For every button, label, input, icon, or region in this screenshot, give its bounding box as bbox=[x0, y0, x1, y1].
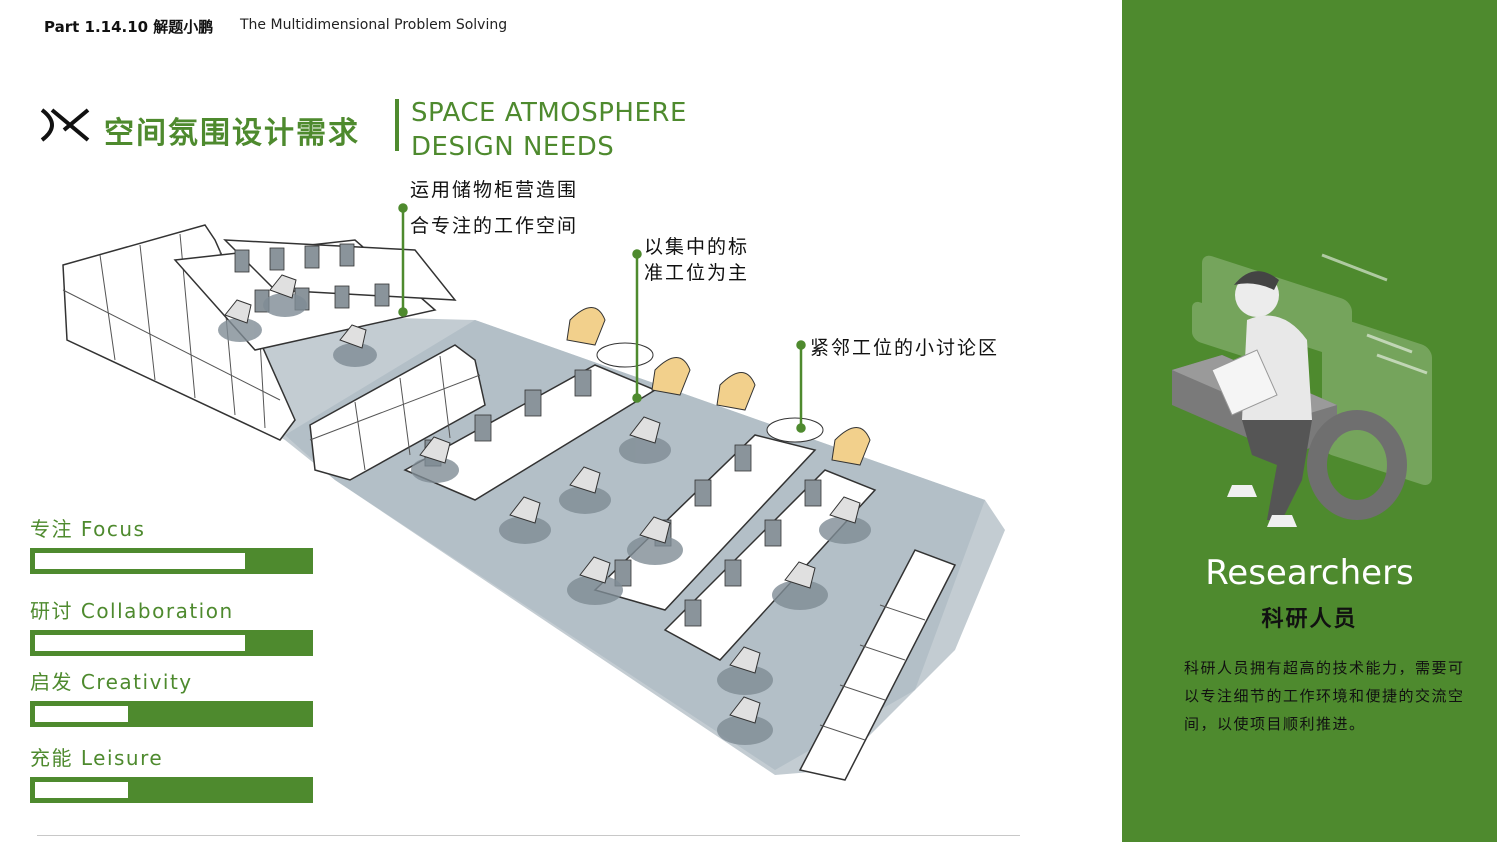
metric-bar-fill bbox=[35, 706, 128, 722]
metric-label: 研讨 Collaboration bbox=[30, 599, 234, 623]
metric-creativity: 启发 Creativity bbox=[30, 666, 313, 727]
persona-panel: Researchers 科研人员 科研人员拥有超高的技术能力，需要可以专注细节的… bbox=[1122, 0, 1497, 842]
metric-label: 专注 Focus bbox=[30, 517, 146, 541]
x-logo-icon bbox=[40, 108, 90, 142]
metric-bar-track bbox=[30, 630, 313, 656]
metric-bar-fill bbox=[35, 635, 245, 651]
metric-label: 启发 Creativity bbox=[30, 670, 193, 694]
metric-collaboration: 研讨 Collaboration bbox=[30, 595, 313, 656]
title-cn: 空间氛围设计需求 bbox=[104, 116, 360, 151]
title-divider bbox=[395, 99, 399, 151]
metric-bar-track bbox=[30, 777, 313, 803]
title-en-line1: SPACE ATMOSPHERE bbox=[411, 98, 687, 128]
callout-workstations-line2: 准工位为主 bbox=[644, 262, 750, 284]
title-en: SPACE ATMOSPHERE DESIGN NEEDS bbox=[411, 96, 687, 164]
callout-discussion-line1: 紧邻工位的小讨论区 bbox=[810, 337, 1000, 359]
persona-description: 科研人员拥有超高的技术能力，需要可以专注细节的工作环境和便捷的交流空间，以使项目… bbox=[1184, 659, 1465, 733]
metric-focus: 专注 Focus bbox=[30, 513, 313, 574]
callout-storage-line1: 运用储物柜营造围 bbox=[410, 179, 579, 201]
persona-subtitle: 科研人员 bbox=[1261, 607, 1358, 632]
metric-bar-track bbox=[30, 701, 313, 727]
callout-discussion: 紧邻工位的小讨论区 bbox=[810, 330, 999, 366]
metric-bar-fill bbox=[35, 553, 245, 569]
metric-bar-fill bbox=[35, 782, 128, 798]
office-floor-plan-illustration bbox=[62, 203, 1005, 781]
callout-storage: 运用储物柜营造围 合专注的工作空间 bbox=[410, 172, 578, 244]
header-subtitle: The Multidimensional Problem Solving bbox=[240, 17, 508, 33]
bottom-divider bbox=[37, 835, 1020, 836]
researcher-illustration bbox=[1172, 253, 1432, 527]
callout-workstations: 以集中的标 准工位为主 bbox=[644, 234, 749, 286]
metric-leisure: 充能 Leisure bbox=[30, 742, 313, 803]
metric-label: 充能 Leisure bbox=[30, 746, 164, 770]
title-en-line2: DESIGN NEEDS bbox=[411, 132, 615, 162]
callout-workstations-line1: 以集中的标 bbox=[644, 236, 750, 258]
part-number: Part 1.14.10 解题小鹏 bbox=[44, 18, 214, 36]
callout-storage-line2: 合专注的工作空间 bbox=[410, 215, 579, 237]
metric-bar-track bbox=[30, 548, 313, 574]
persona-title: Researchers bbox=[1205, 553, 1414, 593]
